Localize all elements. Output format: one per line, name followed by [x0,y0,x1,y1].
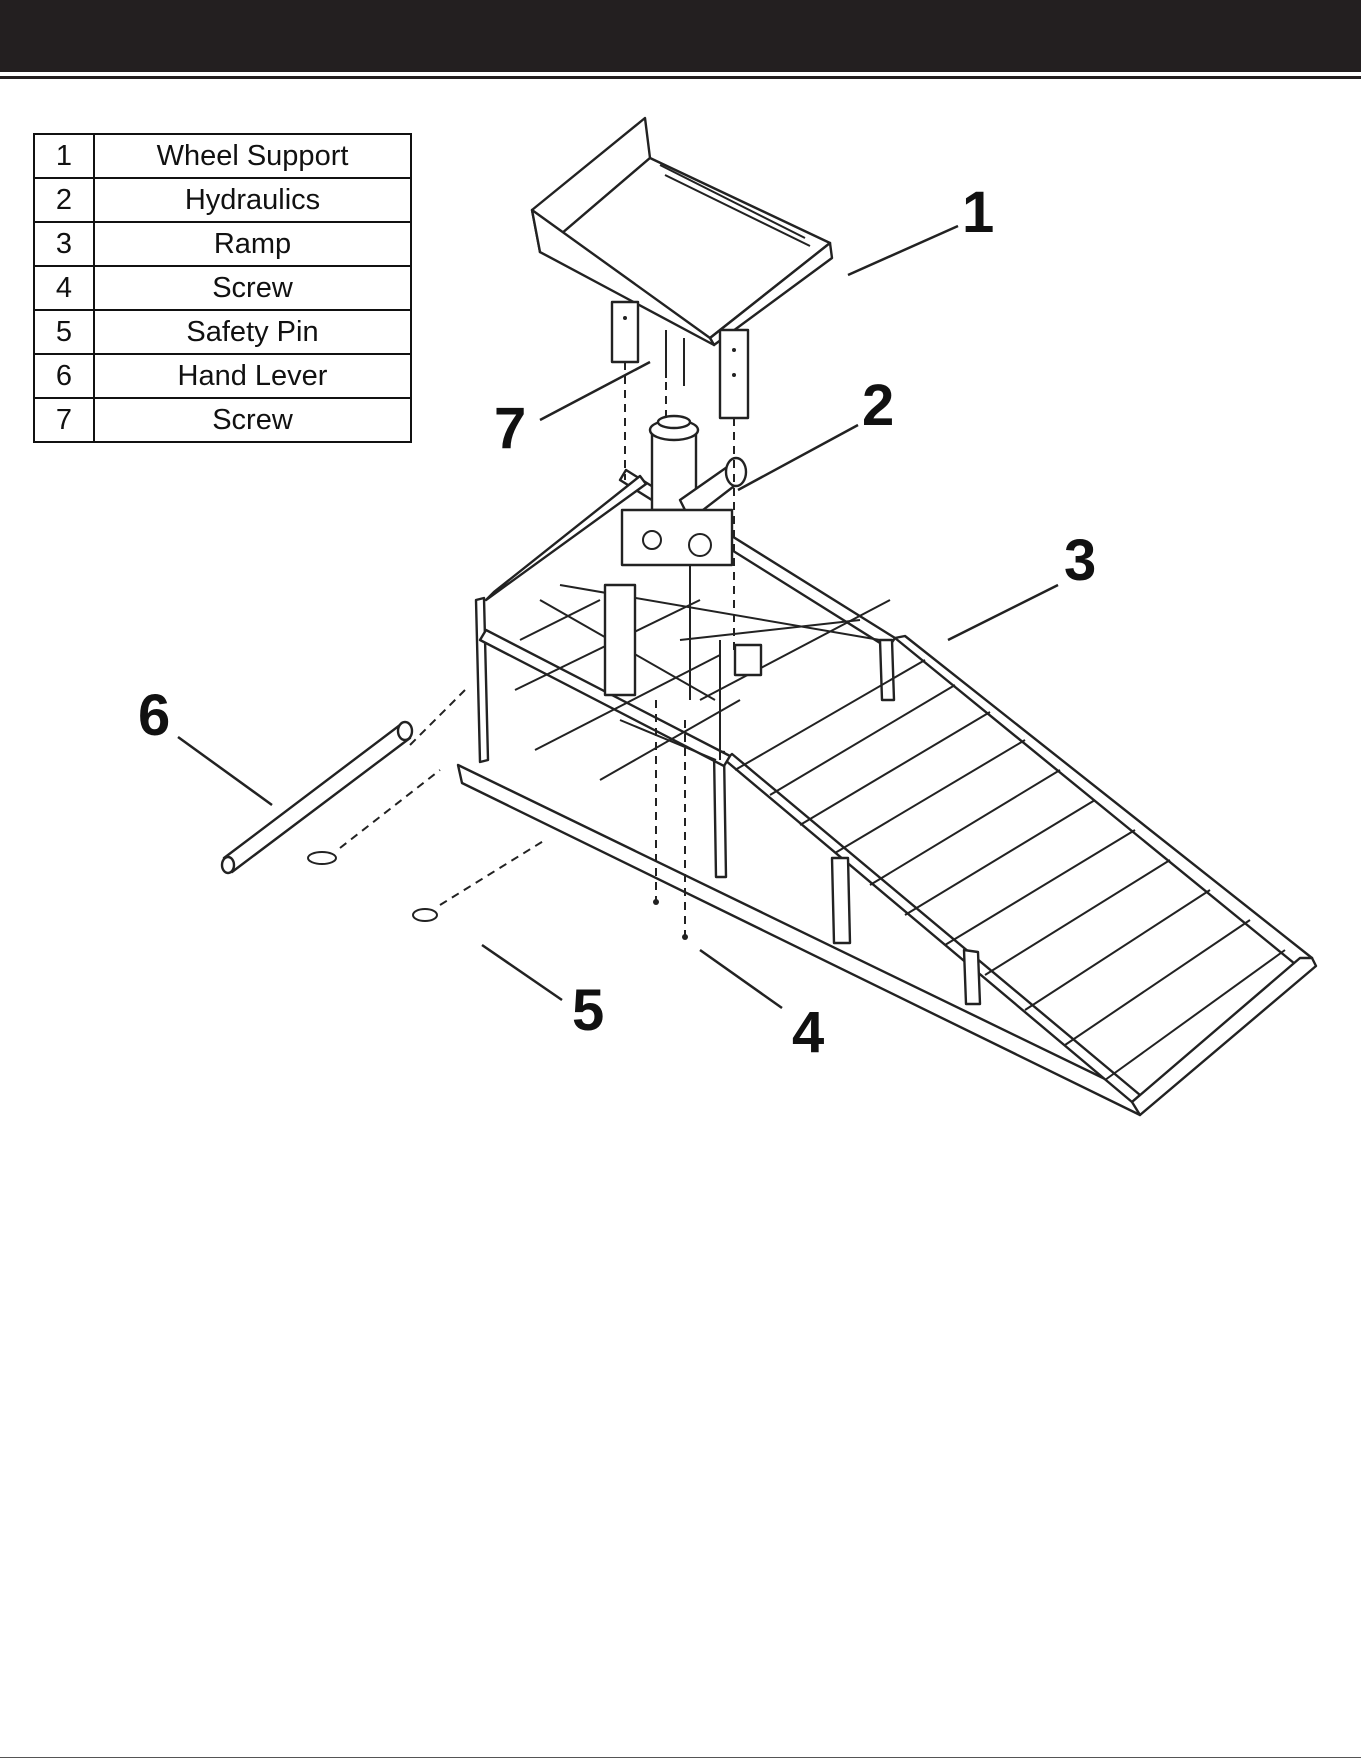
hand-lever [222,722,412,873]
callout-1: 1 [962,180,994,245]
callout-7: 7 [494,396,526,461]
footer-rule [0,1757,1361,1758]
callout-5: 5 [572,978,604,1043]
callout-3: 3 [1064,528,1096,593]
wheel-support [532,118,832,418]
hydraulic-jack [605,416,761,695]
screws-top [666,330,684,386]
callout-4: 4 [792,1000,824,1065]
callout-2: 2 [862,373,894,438]
callout-6: 6 [138,683,170,748]
